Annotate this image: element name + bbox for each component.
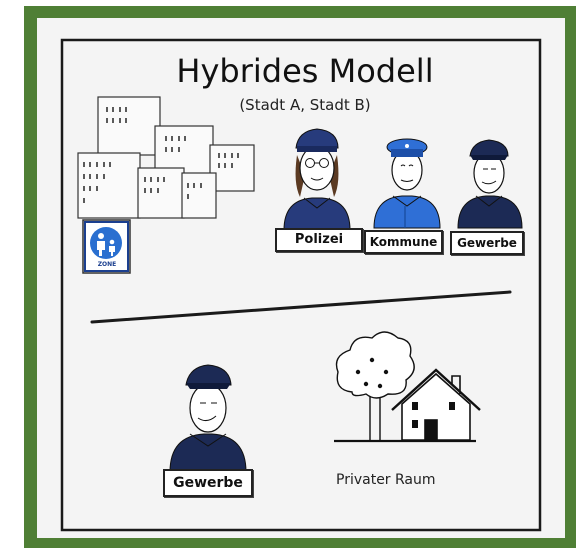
private-space-label: Privater Raum — [336, 472, 436, 488]
tree-icon — [335, 331, 415, 440]
diagram-title: Hybrides Modell — [176, 52, 434, 90]
role-label-kommune: Kommune — [364, 230, 443, 254]
role-label-gewerbe-bottom: Gewerbe — [163, 469, 253, 497]
security-guard-icon — [169, 364, 247, 473]
zone-sign-label: ZONE — [97, 261, 117, 268]
diagram-subtitle: (Stadt A, Stadt B) — [239, 96, 371, 114]
pedestrian-zone-sign-icon — [82, 219, 131, 274]
role-label-polizei: Polizei — [275, 228, 363, 252]
divider-line — [90, 290, 512, 324]
police-officer-icon — [283, 128, 351, 231]
diagram-border — [60, 38, 542, 532]
municipal-officer-icon — [373, 138, 441, 229]
security-guard-icon — [457, 139, 523, 229]
buildings-illustration — [77, 96, 255, 219]
role-label-gewerbe-top: Gewerbe — [450, 231, 524, 255]
